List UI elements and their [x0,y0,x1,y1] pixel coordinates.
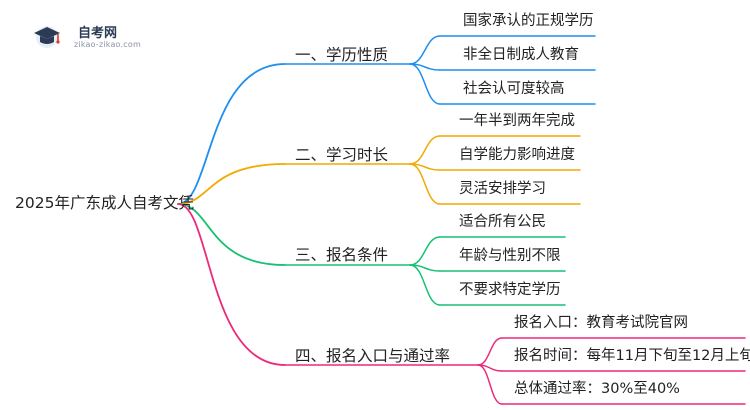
leaf-3-1: 适合所有公民 [459,214,546,230]
branch-label-4: 四、报名入口与通过率 [295,347,451,365]
graduation-cap-icon [34,26,60,48]
leaf-4-3: 总体通过率：30%至40% [514,381,680,397]
leaf-1-2: 非全日制成人教育 [463,47,579,63]
leaf-1-3: 社会认可度较高 [463,81,565,97]
logo-name: 自考网 [78,26,118,41]
branch-label-1: 一、学历性质 [295,46,389,64]
leaf-4-1: 报名入口：教育考试院官网 [514,315,688,331]
root-connector-1 [177,63,286,205]
leaf-2-2: 自学能力影响进度 [459,147,575,163]
leaf-connector-4-1 [477,337,503,366]
leaf-3-2: 年龄与性别不限 [459,248,561,264]
leaf-2-1: 一年半到两年完成 [459,113,575,129]
site-logo[interactable]: 自考网 zikao-zikao.com [30,20,160,52]
leaf-connector-1-1 [409,35,441,65]
root-connector-4 [177,203,286,366]
logo-url: zikao-zikao.com [74,40,141,49]
leaf-2-3: 灵活安排学习 [459,181,546,197]
root-connector-3 [177,203,286,266]
leaf-connector-4-3 [477,364,503,405]
leaf-1-1: 国家承认的正规学历 [463,13,594,29]
leaf-connector-3-3 [409,264,441,306]
branch-label-3: 三、报名条件 [295,246,389,264]
branch-label-2: 二、学习时长 [295,146,389,164]
leaf-4-2: 报名时间：每年11月下旬至12月上旬 [514,348,750,364]
leaf-connector-3-1 [409,236,441,266]
root-connector-2 [177,163,286,205]
leaf-connector-2-1 [409,135,441,165]
leaf-connector-2-3 [409,163,441,205]
root-node: 2025年广东成人自考文凭 [15,194,194,212]
leaf-3-3: 不要求特定学历 [459,282,561,298]
leaf-connector-1-3 [409,63,441,105]
